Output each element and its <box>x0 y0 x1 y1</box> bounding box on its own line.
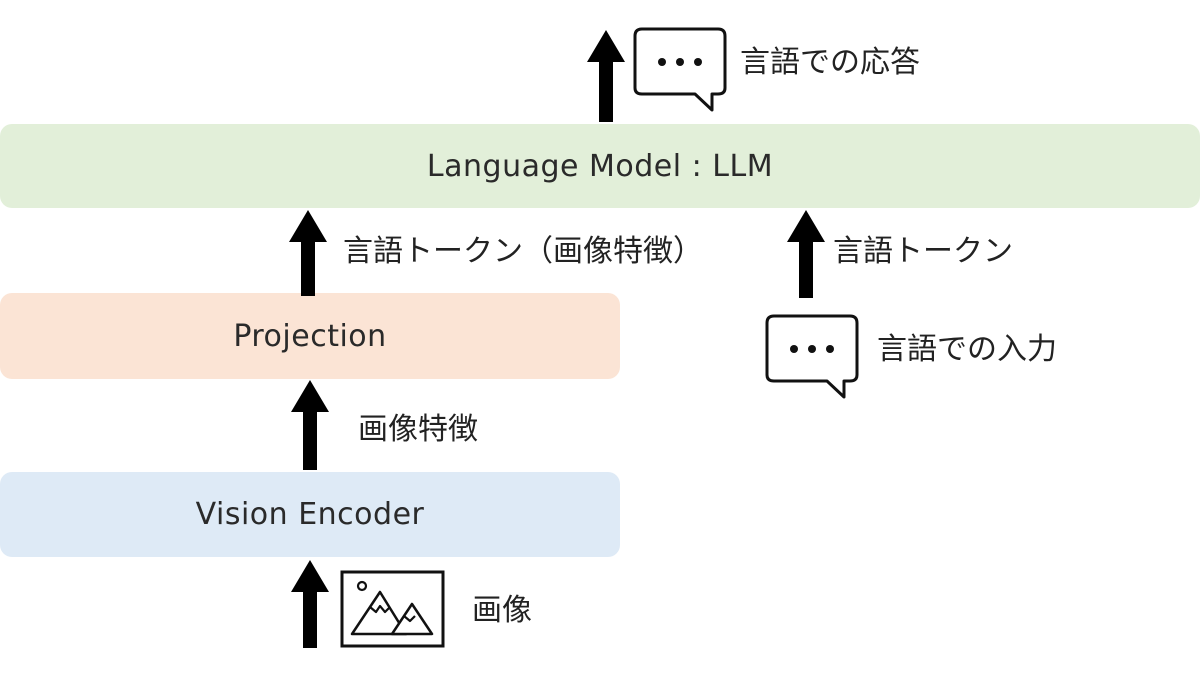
speech-bubble-icon <box>765 314 859 399</box>
response-label: 言語での応答 <box>740 45 920 80</box>
projection-label: Projection <box>233 318 387 354</box>
llm-label: Language Model : LLM <box>426 148 774 184</box>
vision-encoder-label: Vision Encoder <box>195 497 425 532</box>
arrow-up-output <box>587 30 625 122</box>
tokens-image-features-label: 言語トークン（画像特徴） <box>343 234 703 269</box>
speech-bubble-icon <box>633 27 727 112</box>
arrow-up-image-to-vision <box>291 560 329 648</box>
input-label: 言語での入力 <box>877 332 1057 367</box>
arrow-up-input-to-llm <box>787 210 825 298</box>
image-icon <box>340 570 445 648</box>
llm-block: Language Model : LLM <box>0 124 1200 208</box>
tokens-label: 言語トークン <box>833 234 1013 269</box>
image-features-label: 画像特徴 <box>358 412 478 447</box>
arrow-up-vision-to-projection <box>291 380 329 470</box>
image-label: 画像 <box>472 593 532 628</box>
projection-block: Projection <box>0 293 620 379</box>
vision-encoder-block: Vision Encoder <box>0 472 620 557</box>
arrow-up-projection-to-llm <box>289 210 327 296</box>
